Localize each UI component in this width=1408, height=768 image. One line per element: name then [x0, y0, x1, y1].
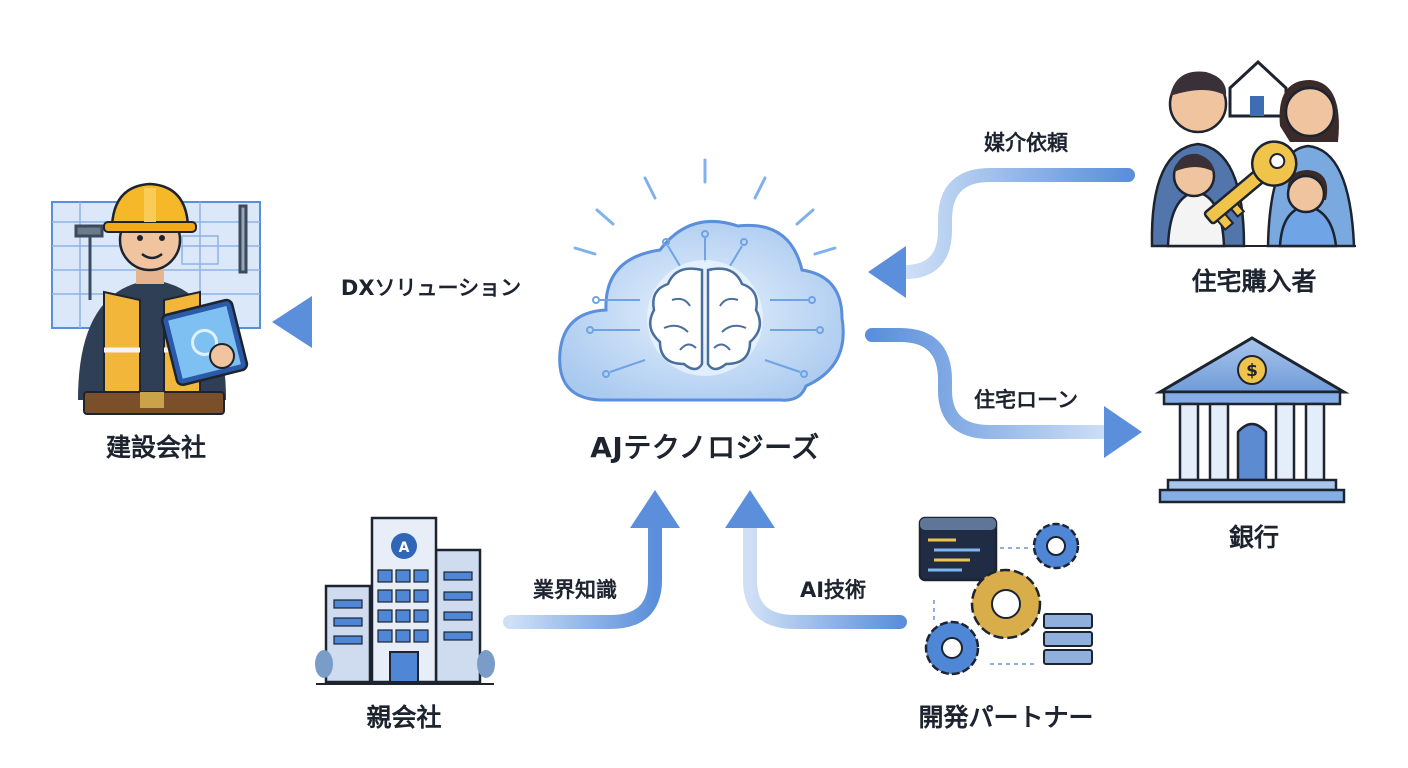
arrow-brokerage: [868, 168, 1135, 298]
svg-text:$: $: [1246, 361, 1258, 381]
partner-label: 開発パートナー: [918, 703, 1094, 732]
construction-label: 建設会社: [105, 433, 207, 462]
buyer-label: 住宅購入者: [1191, 267, 1317, 296]
construction-worker-icon: [51, 182, 261, 415]
ai-label: AI技術: [799, 578, 867, 602]
family-key-icon: [1150, 59, 1356, 248]
center-label: AJテクノロジーズ: [590, 431, 820, 464]
svg-text:A: A: [399, 540, 410, 556]
dx-label: DXソリューション: [340, 276, 522, 300]
loan-label: 住宅ローン: [974, 388, 1078, 412]
arrow-loan: [865, 328, 1142, 458]
bank-icon: $: [1154, 336, 1350, 504]
gears-code-icon: [918, 516, 1093, 676]
arrow-knowledge: [503, 490, 680, 629]
cloud-brain-icon: [558, 158, 845, 402]
office-building-icon: A: [315, 516, 495, 685]
brokerage-label: 媒介依頼: [984, 131, 1068, 155]
parent-label: 親会社: [366, 703, 442, 732]
arrow-ai: [725, 490, 907, 629]
arrow-dx: [272, 296, 547, 348]
bank-label: 銀行: [1228, 523, 1280, 552]
knowledge-label: 業界知識: [533, 578, 617, 602]
